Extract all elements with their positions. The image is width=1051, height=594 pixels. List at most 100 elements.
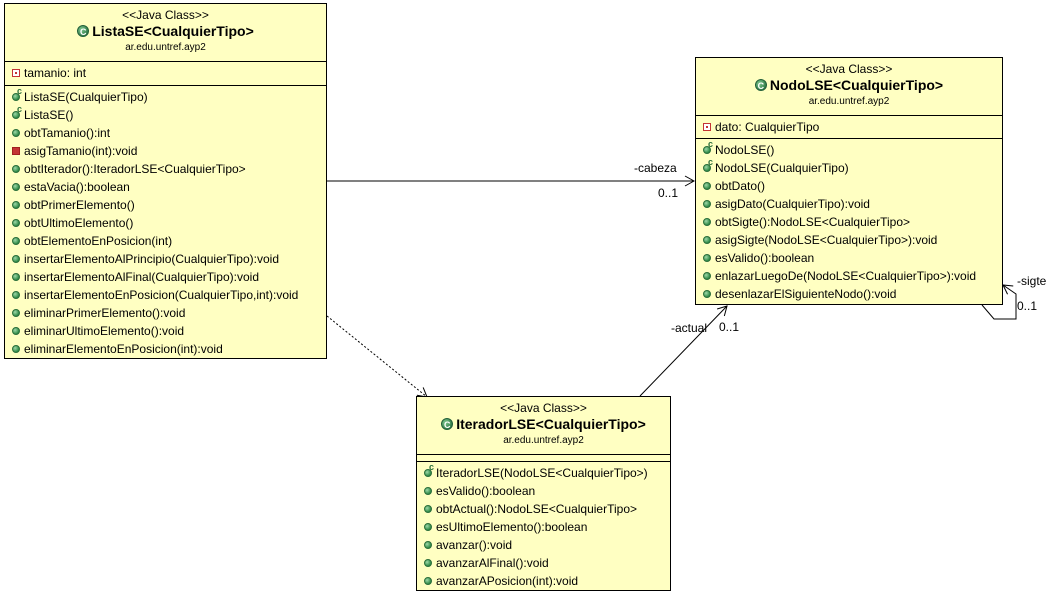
public-visibility-icon [12,183,20,191]
methods-section: ListaSE(CualquierTipo)ListaSE()obtTamani… [5,86,326,360]
member-text: obtActual():NodoLSE<CualquierTipo> [436,502,638,516]
class-header: <<Java Class>> C IteradorLSE<CualquierTi… [417,397,670,455]
member-text: enlazarLuegoDe(NodoLSE<CualquierTipo>):v… [715,269,977,283]
method-row[interactable]: esValido():boolean [696,249,1002,267]
method-row[interactable]: NodoLSE() [696,140,1002,159]
member-text: esValido():boolean [715,251,815,265]
method-row[interactable]: estaVacia():boolean [5,178,326,196]
ctor-visibility-icon [703,140,713,154]
member-text: obtPrimerElemento() [24,198,135,212]
ctor-visibility-icon [424,463,434,477]
method-row[interactable]: asigSigte(NodoLSE<CualquierTipo>):void [696,231,1002,249]
method-row[interactable]: obtElementoEnPosicion(int) [5,232,326,250]
method-row[interactable]: obtActual():NodoLSE<CualquierTipo> [417,500,670,518]
method-row[interactable]: eliminarElementoEnPosicion(int):void [5,340,326,358]
method-row[interactable]: obtUltimoElemento() [5,214,326,232]
member-text: NodoLSE() [715,143,775,157]
class-header: <<Java Class>> C ListaSE<CualquierTipo> … [5,4,326,62]
method-row[interactable]: obtPrimerElemento() [5,196,326,214]
private-field-visibility-icon [12,69,20,77]
member-text: desenlazarElSiguienteNodo():void [715,287,897,301]
method-row[interactable]: avanzarAlFinal():void [417,554,670,572]
stereotype-label: <<Java Class>> [500,401,587,415]
actual-multiplicity-label: 0..1 [719,320,740,334]
method-row[interactable]: asigDato(CualquierTipo):void [696,195,1002,213]
public-visibility-icon [12,273,20,281]
stereotype-label: <<Java Class>> [122,8,209,22]
class-name-row: C ListaSE<CualquierTipo> [5,22,326,40]
method-row[interactable]: insertarElementoAlPrincipio(CualquierTip… [5,250,326,268]
method-row[interactable]: enlazarLuegoDe(NodoLSE<CualquierTipo>):v… [696,267,1002,285]
method-row[interactable]: insertarElementoEnPosicion(CualquierTipo… [5,286,326,304]
public-visibility-icon [12,255,20,263]
public-visibility-icon [703,218,711,226]
attribute-row[interactable]: tamanio: int [5,64,326,82]
private-field-visibility-icon [703,123,711,131]
method-row[interactable]: avanzar():void [417,536,670,554]
member-text: insertarElementoAlPrincipio(CualquierTip… [24,252,279,266]
member-text: obtDato() [715,179,766,193]
attribute-row[interactable]: dato: CualquierTipo [696,118,1002,136]
member-text: estaVacia():boolean [24,180,130,194]
private-method-visibility-icon [12,147,20,155]
dependency-line[interactable] [326,315,428,398]
method-row[interactable]: desenlazarElSiguienteNodo():void [696,285,1002,303]
public-visibility-icon [703,236,711,244]
method-row[interactable]: obtSigte():NodoLSE<CualquierTipo> [696,213,1002,231]
method-row[interactable]: obtDato() [696,177,1002,195]
method-row[interactable]: esUltimoElemento():boolean [417,518,670,536]
association-sigte-line[interactable] [981,284,1017,320]
class-box-iterador-lse[interactable]: <<Java Class>> C IteradorLSE<CualquierTi… [416,396,671,591]
ctor-visibility-icon [703,158,713,172]
method-row[interactable]: IteradorLSE(NodoLSE<CualquierTipo>) [417,463,670,482]
class-name-row: C NodoLSE<CualquierTipo> [696,76,1002,94]
class-icon: C [77,25,90,37]
member-text: obtSigte():NodoLSE<CualquierTipo> [715,215,911,229]
member-text: esValido():boolean [436,484,536,498]
class-header: <<Java Class>> C NodoLSE<CualquierTipo> … [696,58,1002,116]
cabeza-multiplicity-label: 0..1 [658,186,679,200]
ctor-visibility-icon [12,87,22,101]
member-text: tamanio: int [24,66,87,80]
public-visibility-icon [424,559,432,567]
class-icon: C [441,418,454,430]
member-text: esUltimoElemento():boolean [436,520,588,534]
method-row[interactable]: ListaSE(CualquierTipo) [5,87,326,106]
sigte-role-label: -sigte [1017,274,1047,288]
public-visibility-icon [703,182,711,190]
method-row[interactable]: insertarElementoAlFinal(CualquierTipo):v… [5,268,326,286]
class-box-lista-se[interactable]: <<Java Class>> C ListaSE<CualquierTipo> … [4,3,327,359]
public-visibility-icon [703,272,711,280]
method-row[interactable]: eliminarUltimoElemento():void [5,322,326,340]
public-visibility-icon [12,309,20,317]
method-row[interactable]: ListaSE() [5,105,326,124]
public-visibility-icon [12,291,20,299]
attributes-section: tamanio: int [5,62,326,86]
method-row[interactable]: asigTamanio(int):void [5,142,326,160]
method-row[interactable]: esValido():boolean [417,482,670,500]
member-text: IteradorLSE(NodoLSE<CualquierTipo>) [436,466,648,480]
package-label: ar.edu.untref.ayp2 [503,435,584,446]
public-visibility-icon [703,290,711,298]
public-visibility-icon [424,505,432,513]
member-text: obtIterador():IteradorLSE<CualquierTipo> [24,162,246,176]
public-visibility-icon [703,200,711,208]
member-text: insertarElementoAlFinal(CualquierTipo):v… [24,270,259,284]
method-row[interactable]: obtIterador():IteradorLSE<CualquierTipo> [5,160,326,178]
method-row[interactable]: NodoLSE(CualquierTipo) [696,158,1002,177]
class-box-nodo-lse[interactable]: <<Java Class>> C NodoLSE<CualquierTipo> … [695,57,1003,305]
sigte-multiplicity-label: 0..1 [1017,299,1038,313]
member-text: insertarElementoEnPosicion(CualquierTipo… [24,288,299,302]
association-actual-line[interactable] [639,305,728,397]
member-text: NodoLSE(CualquierTipo) [715,161,849,175]
method-row[interactable]: eliminarPrimerElemento():void [5,304,326,322]
actual-role-label: -actual [671,321,708,335]
methods-section: IteradorLSE(NodoLSE<CualquierTipo>) esVal… [417,462,670,592]
public-visibility-icon [12,237,20,245]
method-row[interactable]: obtTamanio():int [5,124,326,142]
method-row[interactable]: avanzarAPosicion(int):void [417,572,670,590]
public-visibility-icon [12,219,20,227]
public-visibility-icon [424,541,432,549]
attributes-section: dato: CualquierTipo [696,116,1002,139]
